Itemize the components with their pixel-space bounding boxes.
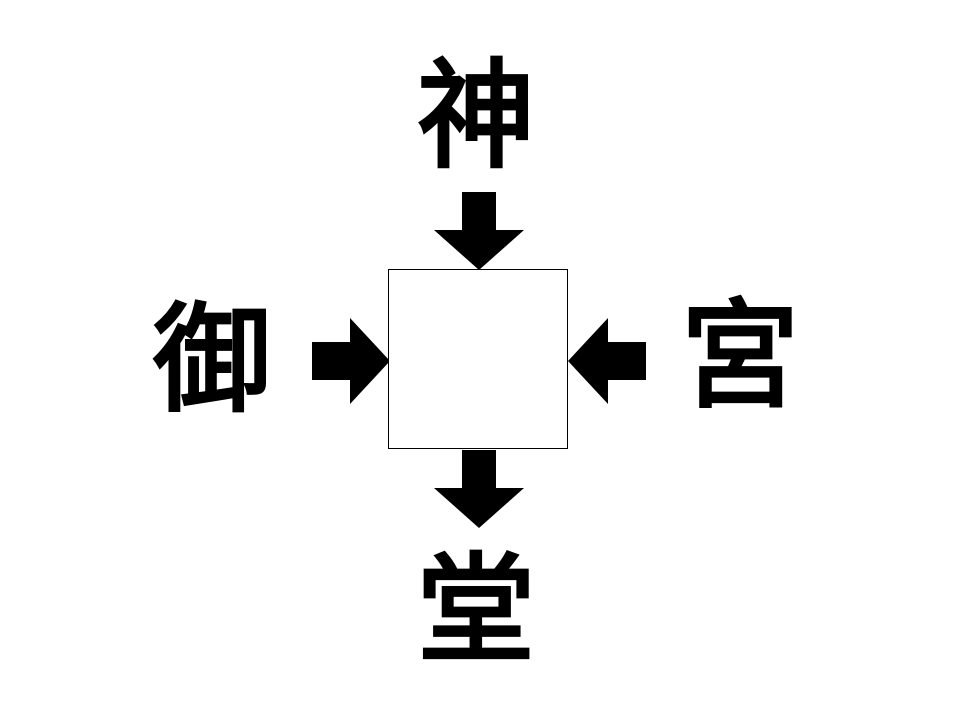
arrow-down-top-icon — [434, 192, 524, 270]
right-kanji: 宮 — [680, 287, 799, 425]
arrow-down-bottom-icon — [434, 450, 524, 528]
bottom-kanji: 堂 — [416, 541, 535, 679]
arrow-left-right-icon — [568, 318, 646, 404]
arrow-right-left-icon — [312, 318, 390, 404]
top-kanji: 神 — [416, 47, 535, 185]
left-kanji: 御 — [152, 291, 271, 429]
answer-box[interactable] — [388, 269, 568, 449]
